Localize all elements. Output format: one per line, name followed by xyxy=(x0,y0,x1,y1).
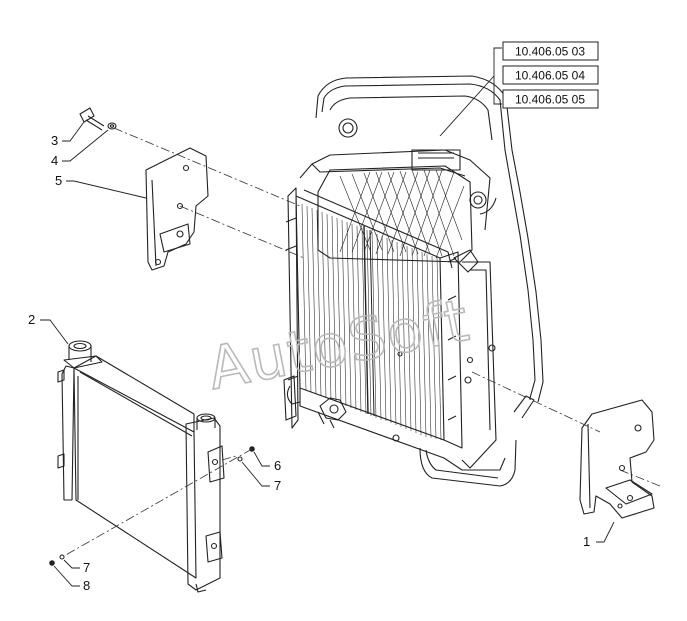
bracket-5 xyxy=(145,147,209,271)
washer-7a xyxy=(237,456,243,462)
callout-1: 1 xyxy=(583,534,590,549)
callout-labels: 3 4 5 2 6 7 7 8 1 xyxy=(28,133,590,593)
callout-6: 6 xyxy=(274,458,281,473)
callout-5: 5 xyxy=(55,173,62,188)
callout-4: 4 xyxy=(51,153,58,168)
reference-code[interactable]: 10.406.05 04 xyxy=(515,69,585,83)
reference-boxes: 10.406.05 03 10.406.05 04 10.406.05 05 xyxy=(502,41,599,109)
bracket-1 xyxy=(579,399,655,519)
front-cooler xyxy=(57,340,225,593)
callout-2: 2 xyxy=(28,312,35,327)
washer-7b xyxy=(59,554,65,560)
callout-7: 7 xyxy=(83,560,90,575)
bolt-and-washer xyxy=(79,107,117,131)
callout-3: 3 xyxy=(51,133,58,148)
assembly-lines xyxy=(63,127,661,557)
reference-code[interactable]: 10.406.05 05 xyxy=(515,93,585,107)
callout-7: 7 xyxy=(274,478,281,493)
nut-8 xyxy=(49,560,55,566)
cooling-module xyxy=(283,75,544,487)
callout-8: 8 xyxy=(83,578,90,593)
reference-code[interactable]: 10.406.05 03 xyxy=(515,45,585,59)
leader-lines xyxy=(40,47,615,587)
